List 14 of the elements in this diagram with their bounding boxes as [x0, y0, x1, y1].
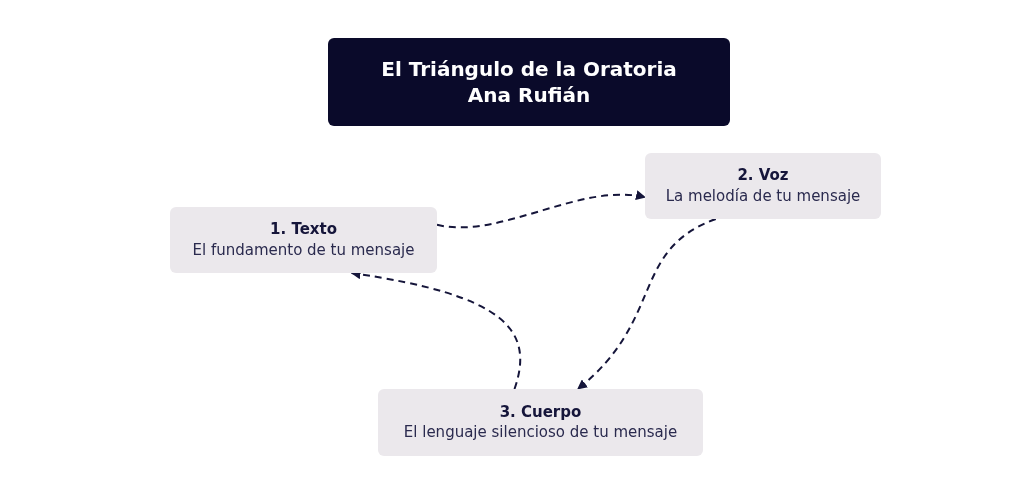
subtitle-text: Ana Rufián	[467, 81, 591, 109]
box-description: El lenguaje silencioso de tu mensaje	[403, 422, 678, 443]
process-box	[378, 389, 703, 456]
process-box	[645, 153, 881, 219]
title-text: El Triángulo de la Oratoria	[381, 55, 677, 82]
box-description: El fundamento de tu mensaje	[192, 239, 415, 260]
box-heading: 2. Voz	[737, 166, 789, 186]
box-heading: 1. Texto	[270, 220, 337, 240]
box-heading: 3. Cuerpo	[499, 402, 582, 423]
dashed-arrow	[576, 218, 717, 390]
dashed-arrow	[436, 191, 646, 229]
title-box	[328, 38, 730, 126]
process-box	[170, 207, 437, 273]
box-description: La melodía de tu mensaje	[665, 185, 861, 206]
